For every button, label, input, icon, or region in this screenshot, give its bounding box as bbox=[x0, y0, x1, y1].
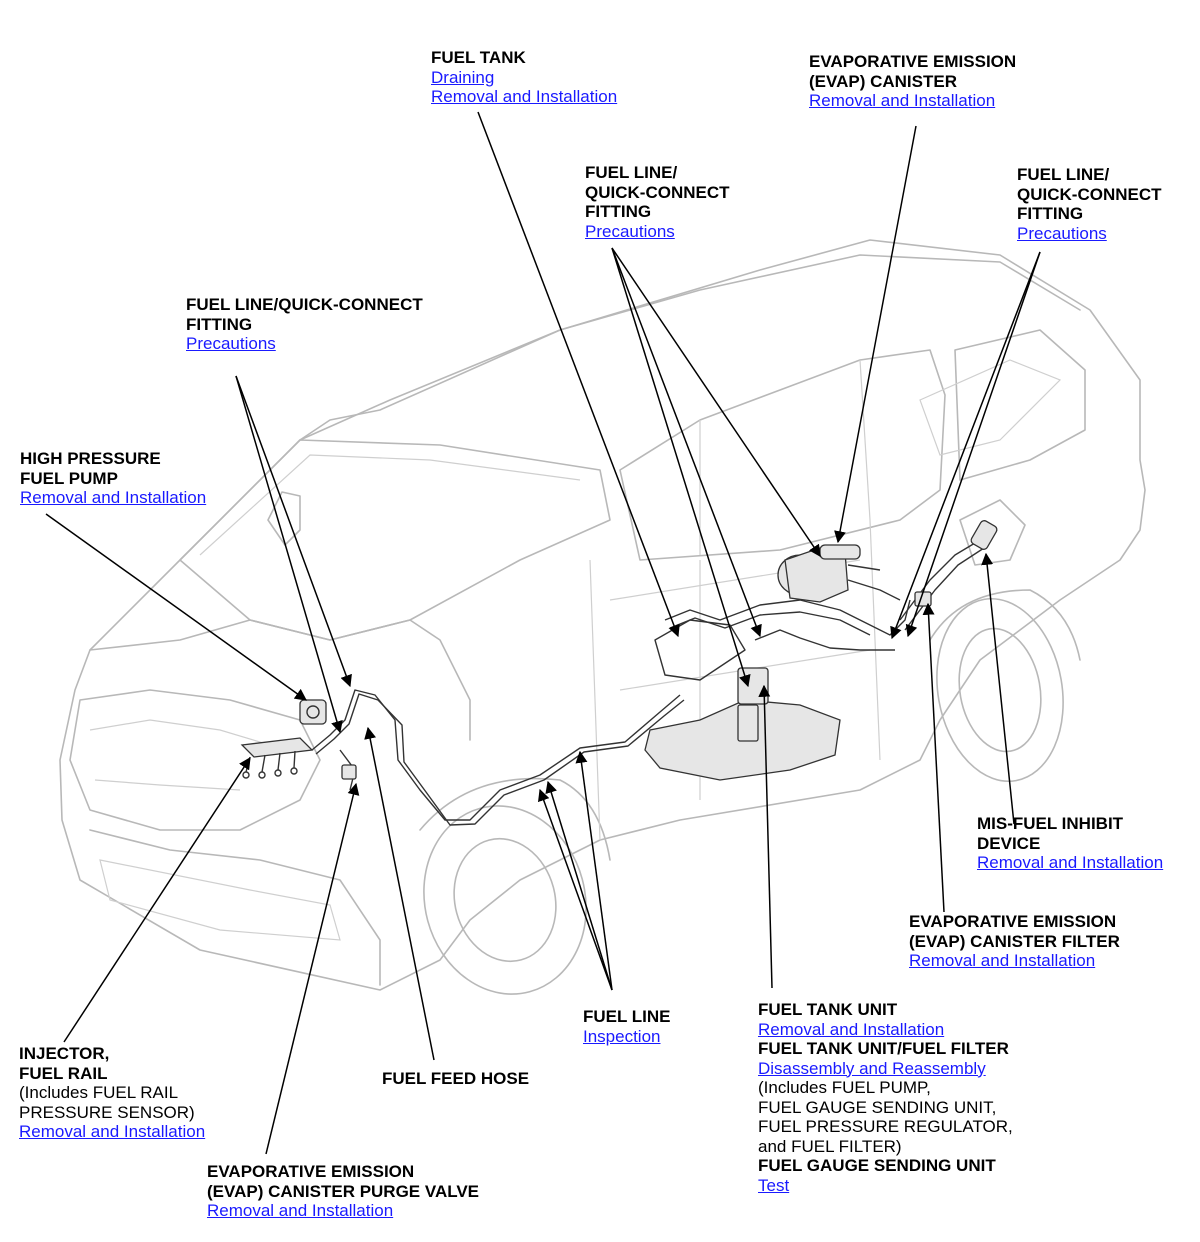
callout-evap-filter: EVAPORATIVE EMISSION (EVAP) CANISTER FIL… bbox=[909, 912, 1120, 971]
qc-center-precautions-link[interactable]: Precautions bbox=[585, 221, 675, 241]
purge-valve-removal-link[interactable]: Removal and Installation bbox=[207, 1201, 394, 1220]
mis-fuel-removal-link[interactable]: Removal and Installation bbox=[977, 853, 1164, 872]
callout-high-pressure-pump: HIGH PRESSURE FUEL PUMP Removal and Inst… bbox=[20, 449, 206, 508]
fuel-line-inspection-link[interactable]: Inspection bbox=[583, 1026, 661, 1046]
fuel-feed-hose-title: FUEL FEED HOSE bbox=[382, 1069, 530, 1088]
qc-center-title-1: FUEL LINE/ bbox=[585, 163, 678, 182]
fuel-tank-unit-note-3: FUEL PRESSURE REGULATOR, bbox=[758, 1117, 1013, 1136]
qc-right-title-2: QUICK-CONNECT bbox=[1017, 184, 1162, 204]
callout-fuel-tank: FUEL TANK Draining Removal and Installat… bbox=[431, 48, 617, 107]
injector-note-1: (Includes FUEL RAIL bbox=[19, 1083, 179, 1102]
callout-quick-connect-right: FUEL LINE/ QUICK-CONNECT FITTING Precaut… bbox=[1017, 165, 1162, 243]
fuel-tank-title: FUEL TANK bbox=[431, 48, 526, 67]
fuel-tank-unit-note-1: (Includes FUEL PUMP, bbox=[758, 1078, 931, 1097]
evap-canister-title-2: (EVAP) CANISTER bbox=[809, 71, 957, 91]
callout-quick-connect-left: FUEL LINE/QUICK-CONNECT FITTING Precauti… bbox=[186, 295, 423, 354]
fuel-gauge-test-link[interactable]: Test bbox=[758, 1175, 790, 1195]
fuel-tank-unit-removal-link[interactable]: Removal and Installation bbox=[758, 1019, 945, 1039]
qc-center-title-3: FITTING bbox=[585, 202, 652, 221]
callout-quick-connect-center: FUEL LINE/ QUICK-CONNECT FITTING Precaut… bbox=[585, 163, 730, 241]
callout-fuel-line: FUEL LINE Inspection bbox=[583, 1007, 671, 1046]
callout-mis-fuel: MIS-FUEL INHIBIT DEVICE Removal and Inst… bbox=[977, 814, 1163, 873]
evap-filter-removal-link[interactable]: Removal and Installation bbox=[909, 951, 1096, 970]
fuel-tank-unit-note-4: and FUEL FILTER) bbox=[758, 1136, 902, 1156]
callout-evap-canister: EVAPORATIVE EMISSION (EVAP) CANISTER Rem… bbox=[809, 52, 1016, 111]
injector-note-2: PRESSURE SENSOR) bbox=[19, 1102, 195, 1122]
evap-filter-title-1: EVAPORATIVE EMISSION bbox=[909, 912, 1117, 931]
fuel-tank-removal-link[interactable]: Removal and Installation bbox=[431, 87, 618, 106]
purge-valve-title-1: EVAPORATIVE EMISSION bbox=[207, 1162, 415, 1181]
callout-fuel-tank-unit: FUEL TANK UNIT Removal and Installation … bbox=[758, 1000, 1013, 1195]
fuel-line-title: FUEL LINE bbox=[583, 1007, 671, 1026]
qc-right-title-1: FUEL LINE/ bbox=[1017, 165, 1110, 184]
fuel-tank-unit-disassembly-link[interactable]: Disassembly and Reassembly bbox=[758, 1058, 986, 1078]
injector-removal-link[interactable]: Removal and Installation bbox=[19, 1122, 206, 1141]
evap-filter-title-2: (EVAP) CANISTER FILTER bbox=[909, 931, 1120, 951]
mis-fuel-title-2: DEVICE bbox=[977, 833, 1041, 853]
evap-canister-title-1: EVAPORATIVE EMISSION bbox=[809, 52, 1017, 71]
injector-title-2: FUEL RAIL bbox=[19, 1063, 108, 1083]
hp-pump-removal-link[interactable]: Removal and Installation bbox=[20, 488, 207, 507]
injector-title-1: INJECTOR, bbox=[19, 1044, 110, 1063]
fuel-gauge-sending-title: FUEL GAUGE SENDING UNIT bbox=[758, 1156, 996, 1175]
qc-left-title-2: FITTING bbox=[186, 314, 253, 334]
purge-valve-title-2: (EVAP) CANISTER PURGE VALVE bbox=[207, 1181, 480, 1201]
hp-pump-title-2: FUEL PUMP bbox=[20, 468, 118, 488]
qc-right-precautions-link[interactable]: Precautions bbox=[1017, 223, 1107, 243]
callout-injector: INJECTOR, FUEL RAIL (Includes FUEL RAIL … bbox=[19, 1044, 205, 1142]
mis-fuel-title-1: MIS-FUEL INHIBIT bbox=[977, 814, 1124, 833]
fuel-system-components bbox=[240, 520, 998, 826]
qc-left-title-1: FUEL LINE/QUICK-CONNECT bbox=[186, 295, 423, 314]
fuel-tank-draining-link[interactable]: Draining bbox=[431, 67, 495, 87]
callout-purge-valve: EVAPORATIVE EMISSION (EVAP) CANISTER PUR… bbox=[207, 1162, 479, 1221]
qc-center-title-2: QUICK-CONNECT bbox=[585, 182, 730, 202]
vehicle-outline bbox=[59, 239, 1146, 995]
qc-left-precautions-link[interactable]: Precautions bbox=[186, 334, 276, 353]
fuel-tank-unit-note-2: FUEL GAUGE SENDING UNIT, bbox=[758, 1097, 997, 1117]
qc-right-title-3: FITTING bbox=[1017, 204, 1084, 223]
callout-fuel-feed-hose: FUEL FEED HOSE bbox=[382, 1069, 529, 1089]
leader-lines bbox=[45, 111, 1041, 1155]
evap-canister-removal-link[interactable]: Removal and Installation bbox=[809, 91, 996, 110]
fuel-tank-unit-title: FUEL TANK UNIT bbox=[758, 1000, 898, 1019]
hp-pump-title-1: HIGH PRESSURE bbox=[20, 449, 161, 468]
fuel-tank-unit-filter-title: FUEL TANK UNIT/FUEL FILTER bbox=[758, 1039, 1009, 1058]
